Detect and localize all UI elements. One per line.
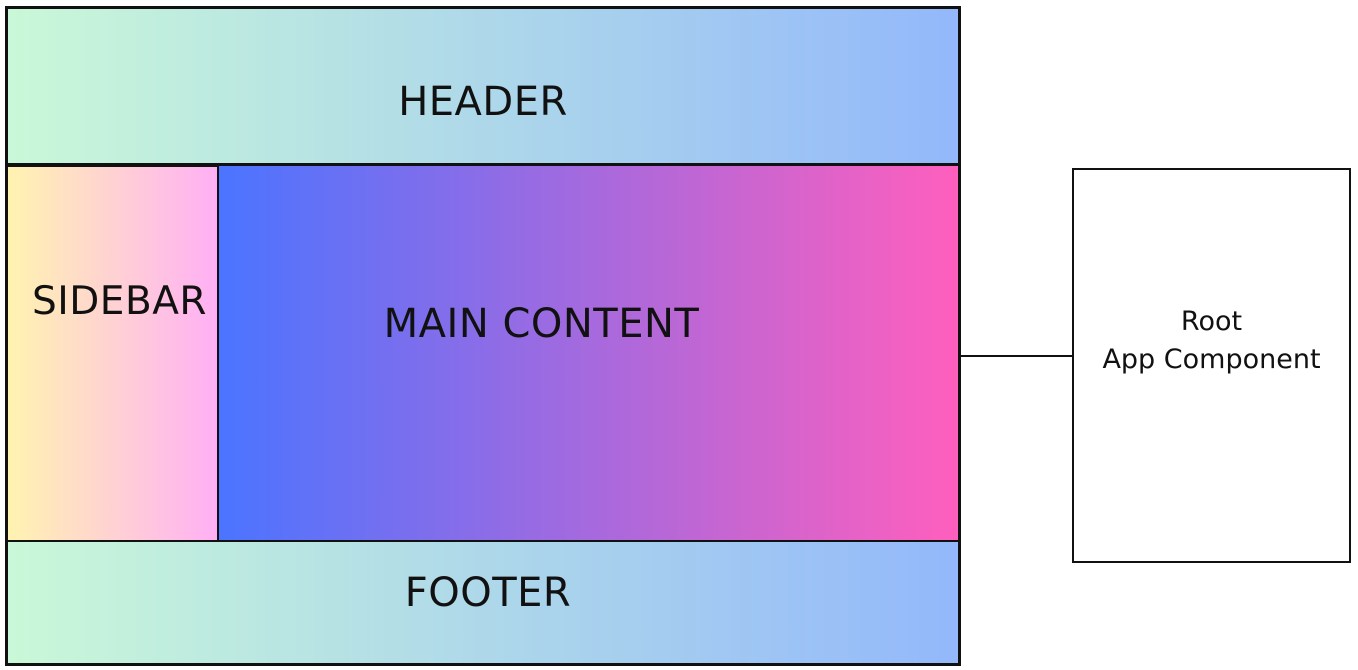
header-region: HEADER [8,9,958,166]
root-app-component-box: Root App Component [1072,168,1351,563]
connector-line [961,355,1073,357]
sidebar-region: SIDEBAR [8,166,219,540]
layout-diagram: HEADER SIDEBAR MAIN CONTENT FOOTER [5,6,961,666]
footer-label: FOOTER [404,569,572,616]
app-component-label: App Component [1102,344,1321,375]
main-content-region: MAIN CONTENT [219,166,958,540]
header-label: HEADER [398,79,568,125]
footer-region: FOOTER [8,540,958,663]
root-label: Root [1180,306,1243,337]
sidebar-label: SIDEBAR [32,279,207,324]
main-content-label: MAIN CONTENT [383,301,700,347]
